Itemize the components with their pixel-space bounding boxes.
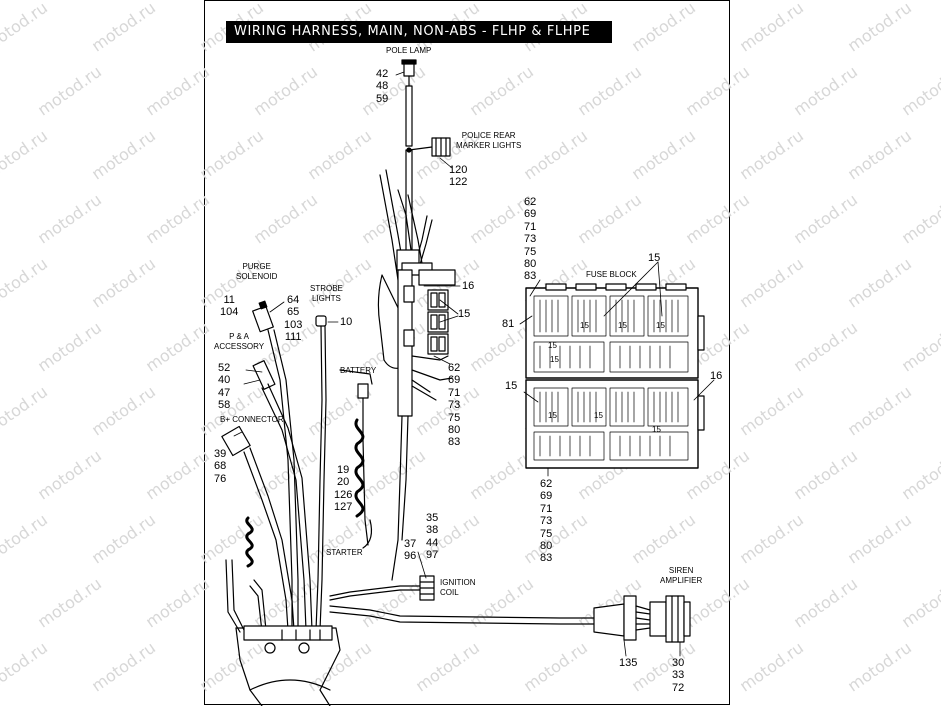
svg-text:15: 15 [618,321,627,330]
fuse-block [525,283,705,469]
pa-accessory-connector [252,360,313,631]
police-marker-connector [408,137,451,157]
harness-left-branch [225,516,267,633]
harness-base [235,625,341,706]
b-plus-connector [221,425,295,631]
callout-fuse-block-15-left: 15 [505,380,518,392]
callout-leaders [233,71,715,657]
diagram-title: WIRING HARNESS, MAIN, NON-ABS - FLHP & F… [226,21,612,43]
starter-label: STARTER [326,548,363,557]
strobe-connector [315,315,327,631]
callout-fuse-block-81: 81 [502,318,515,330]
harness-trunk [377,149,456,581]
svg-text:15: 15 [594,411,603,420]
starter-cable [362,519,373,549]
callout-relay-16-harness: 16 [462,280,475,292]
callout-fuse-block-16: 16 [710,370,723,382]
svg-text:15: 15 [550,355,559,364]
callout-relay-15-harness: 15 [458,308,471,320]
svg-text:15: 15 [548,411,557,420]
pole-lamp-connector [401,59,417,153]
callout-fuse-block-15-top: 15 [648,252,661,264]
callout-strobe-lights: 10 [340,316,353,328]
b-plus-connector-label: B+ CONNECTOR [220,415,284,424]
fuse-block-label: FUSE BLOCK [586,270,637,279]
battery-cable [339,369,373,546]
callout-siren-connector: 135 [619,657,638,669]
ignition-coil-connector [329,575,435,601]
battery-label: BATTERY [340,366,377,375]
svg-text:15: 15 [548,341,557,350]
svg-text:15: 15 [652,425,661,434]
svg-text:15: 15 [656,321,665,330]
siren-harness [329,595,691,643]
pole-lamp-label: POLE LAMP [386,46,432,55]
svg-text:15: 15 [580,321,589,330]
